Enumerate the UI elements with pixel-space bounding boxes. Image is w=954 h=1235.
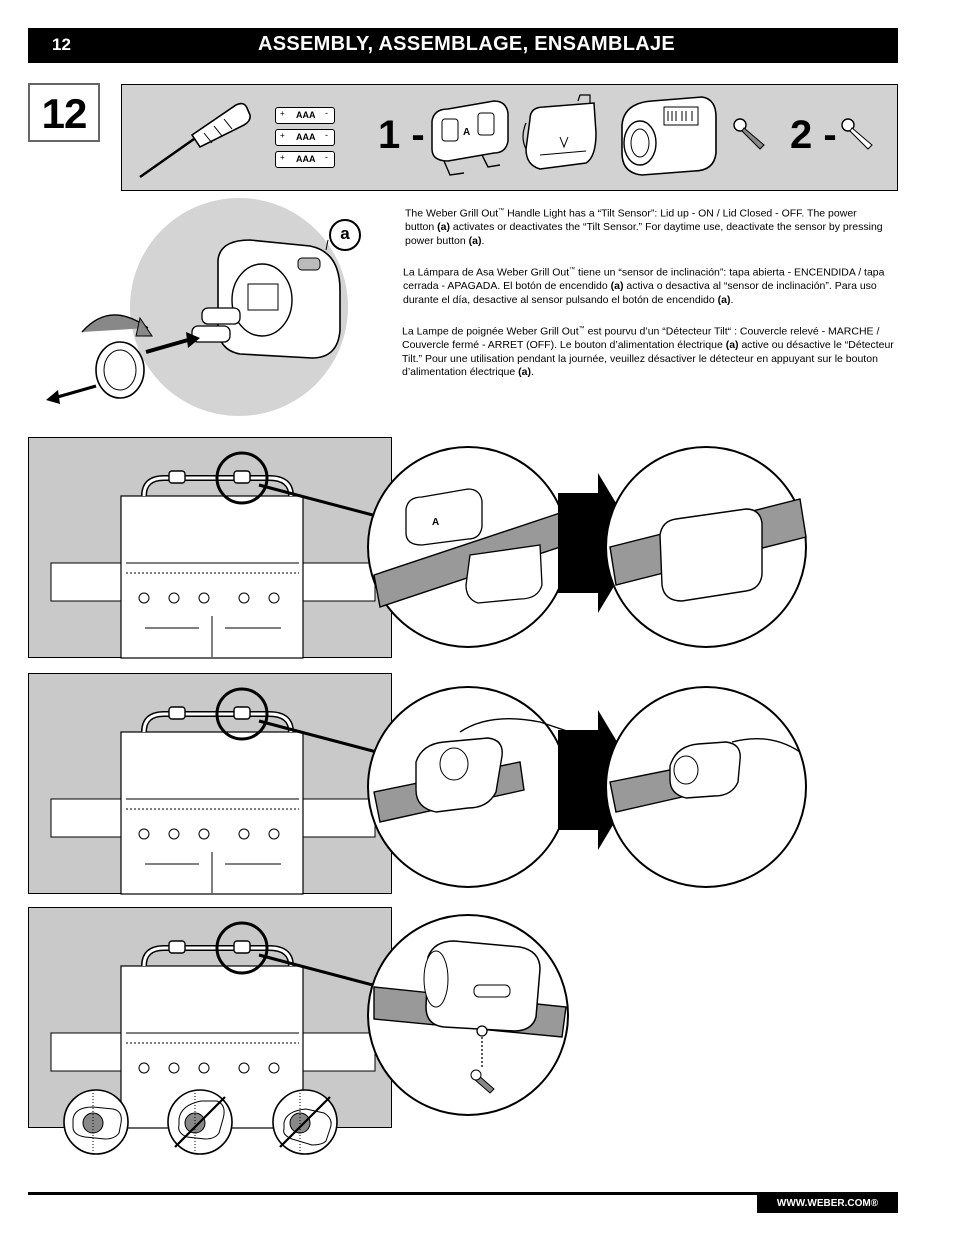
orientation-incorrect-2 — [272, 1089, 338, 1155]
text: Handle Light has a “Tilt Sensor”: Lid up… — [405, 207, 857, 234]
page-number: 12 — [52, 35, 71, 54]
trademark: ™ — [569, 267, 576, 273]
bracket-part-icon — [522, 94, 597, 170]
grill-panel-2 — [28, 673, 392, 895]
battery-insertion-diagram — [46, 198, 348, 416]
button-ref: (a) — [717, 293, 731, 306]
footer-url-box: WWW.WEBER.COM® — [757, 1195, 898, 1213]
step-number-box: 12 — [28, 83, 100, 142]
text: est pourvu d’un “Détecteur Tilt“ : Couve… — [402, 325, 880, 352]
grill-panel-1 — [28, 437, 392, 659]
orientation-incorrect-1 — [167, 1089, 233, 1155]
button-ref: (a) — [468, 234, 482, 247]
footer-url: WWW.WEBER.COM® — [776, 1198, 879, 1209]
grill-illustration — [50, 921, 385, 1129]
button-ref: (a) — [725, 339, 739, 351]
battery: + AAA - — [275, 151, 335, 168]
battery: + AAA - — [275, 129, 335, 146]
battery-minus: - — [325, 108, 328, 118]
battery-plus: + — [280, 109, 285, 118]
battery-minus: - — [325, 152, 328, 162]
zoom-detail-attach-light — [367, 686, 807, 888]
header-bar: 12 ASSEMBLY, ASSEMBLAGE, ENSAMBLAJE — [28, 28, 898, 63]
zoom-detail-secure-screw — [367, 914, 569, 1116]
text: The Weber Grill Out — [405, 207, 499, 220]
battery-minus: - — [325, 130, 328, 140]
grill-illustration — [50, 451, 385, 659]
light-housing-icon — [621, 96, 717, 176]
callout-1: 1 - — [378, 113, 425, 157]
instructions-english: The Weber Grill Out™ Handle Light has a … — [405, 205, 885, 248]
button-ref: (a) — [518, 366, 531, 378]
text: . — [730, 293, 734, 306]
screwdriver-icon — [139, 102, 251, 179]
parts-panel: + AAA - + AAA - + AAA - 1 - A — [121, 84, 898, 191]
text: activa o desactiva al “sensor de inclina… — [403, 280, 877, 306]
detail-label-a: a — [329, 219, 361, 251]
screw-icon — [841, 118, 873, 150]
part-letter: A — [463, 127, 471, 138]
text: active ou désactive le “Détecteur Tilt.”… — [402, 339, 894, 378]
trademark: ™ — [498, 208, 505, 214]
text: La Lámpara de Asa Weber Grill Out — [403, 266, 570, 279]
detail-label-text: a — [340, 224, 350, 243]
clamp-part-icon — [431, 100, 509, 176]
battery-plus: + — [280, 131, 285, 140]
button-ref: (a) — [437, 221, 450, 233]
zoom-detail-install-clamp: A — [367, 446, 807, 648]
instructions-french: La Lampe de poignée Weber Grill Out™ est… — [402, 323, 896, 380]
footer-rule — [28, 1192, 898, 1195]
button-ref: (a) — [610, 280, 624, 292]
screw-icon — [733, 118, 765, 150]
page-title: ASSEMBLY, ASSEMBLAGE, ENSAMBLAJE — [258, 33, 676, 55]
text: . — [481, 234, 485, 247]
text: . — [531, 366, 534, 378]
battery-plus: + — [280, 153, 285, 162]
battery-label: AAA — [296, 154, 316, 164]
instructions-spanish: La Lámpara de Asa Weber Grill Out™ tiene… — [403, 264, 885, 307]
trademark: ™ — [578, 326, 585, 332]
battery: + AAA - — [275, 107, 335, 124]
text: tiene un “sensor de inclinación”: tapa a… — [403, 266, 885, 293]
callout-2: 2 - — [790, 113, 837, 157]
grill-illustration — [50, 687, 385, 895]
part-letter: A — [432, 517, 439, 528]
orientation-correct — [63, 1089, 129, 1155]
battery-label: AAA — [296, 110, 316, 120]
text: activates or deactivates the “Tilt Senso… — [405, 221, 883, 247]
step-number: 12 — [41, 90, 88, 137]
battery-label: AAA — [296, 132, 316, 142]
text: La Lampe de poignée Weber Grill Out — [402, 325, 579, 338]
